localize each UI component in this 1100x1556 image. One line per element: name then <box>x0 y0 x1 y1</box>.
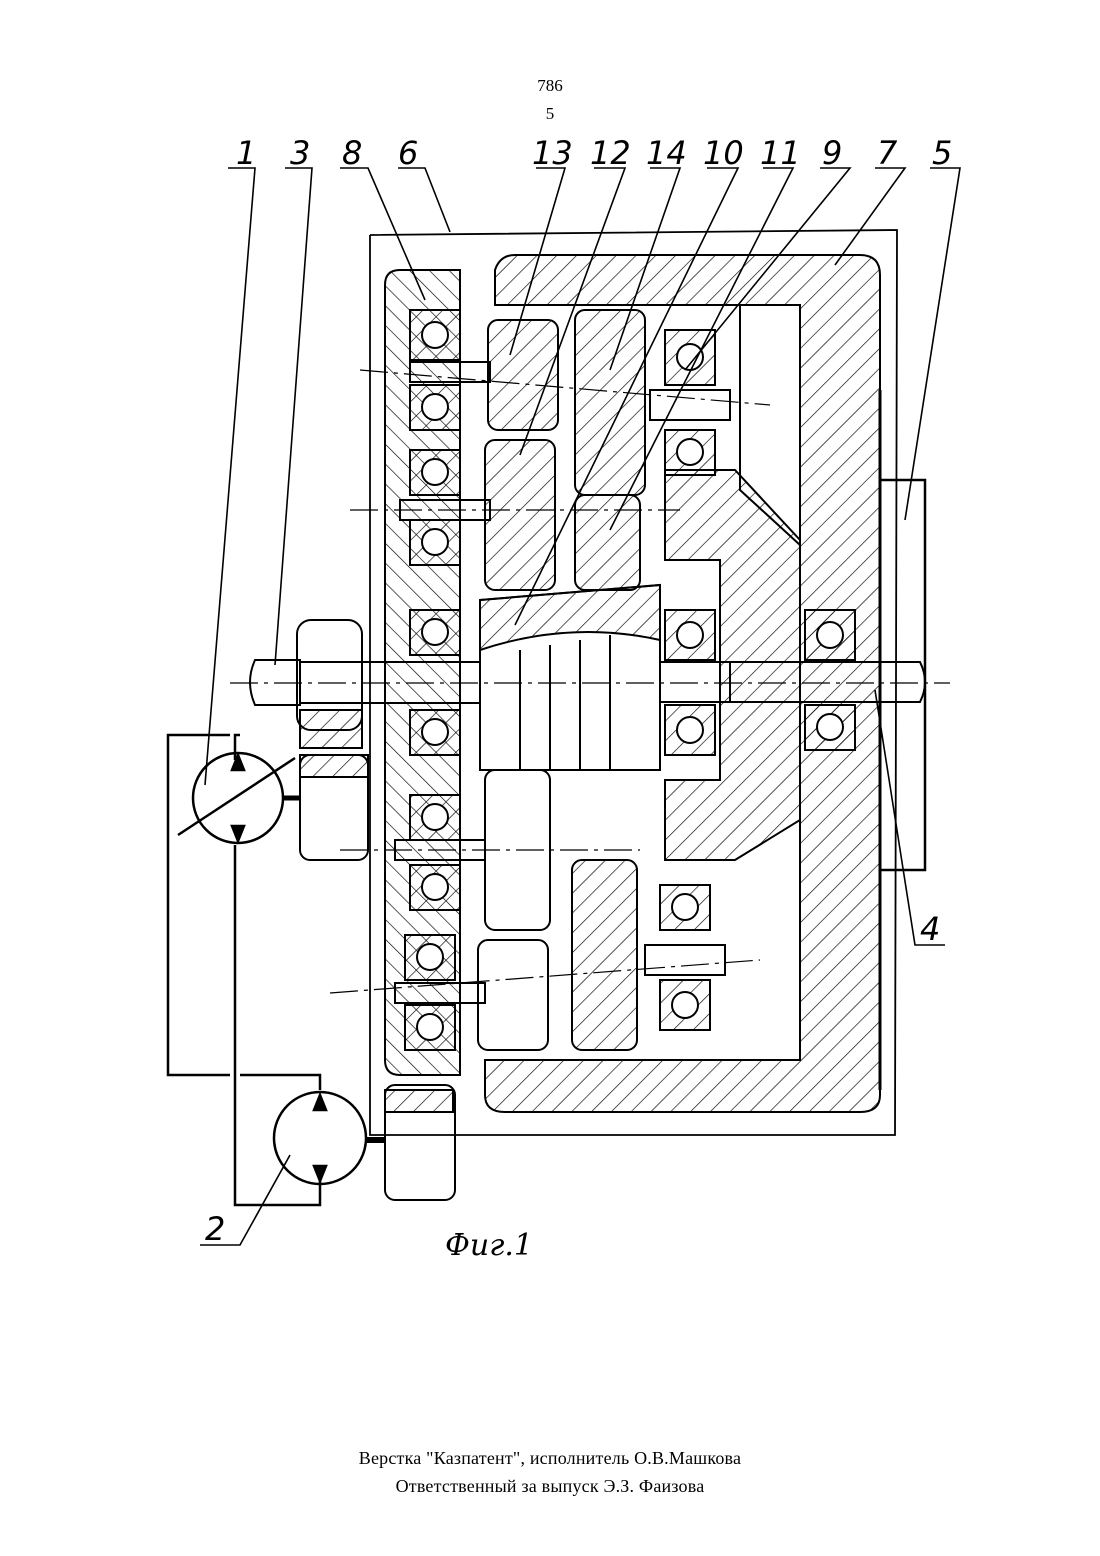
callout-4: 4 <box>920 910 940 948</box>
callout-5: 5 <box>932 134 952 172</box>
gear-13 <box>488 320 558 430</box>
gear-12 <box>485 440 555 590</box>
callout-3: 3 <box>290 134 310 172</box>
callout-10: 10 <box>703 134 744 172</box>
callout-8: 8 <box>342 134 362 172</box>
footer-line-1: Верстка "Казпатент", исполнитель О.В.Маш… <box>0 1448 1100 1469</box>
callout-14: 14 <box>646 134 687 172</box>
carrier-disc <box>665 470 800 860</box>
callout-13: 13 <box>532 134 573 172</box>
callout-12: 12 <box>590 134 631 172</box>
callout-1: 1 <box>236 134 256 172</box>
callout-2: 2 <box>205 1210 225 1248</box>
callout-6: 6 <box>398 134 418 172</box>
hydraulic-circuit <box>168 735 385 1205</box>
gear-14 <box>575 310 645 495</box>
footer-line-2: Ответственный за выпуск Э.З. Фаизова <box>0 1476 1100 1497</box>
figure-caption: Фиг.1 <box>445 1228 533 1263</box>
callout-9: 9 <box>822 134 842 172</box>
callout-7: 7 <box>877 134 898 172</box>
callout-11: 11 <box>760 134 801 172</box>
